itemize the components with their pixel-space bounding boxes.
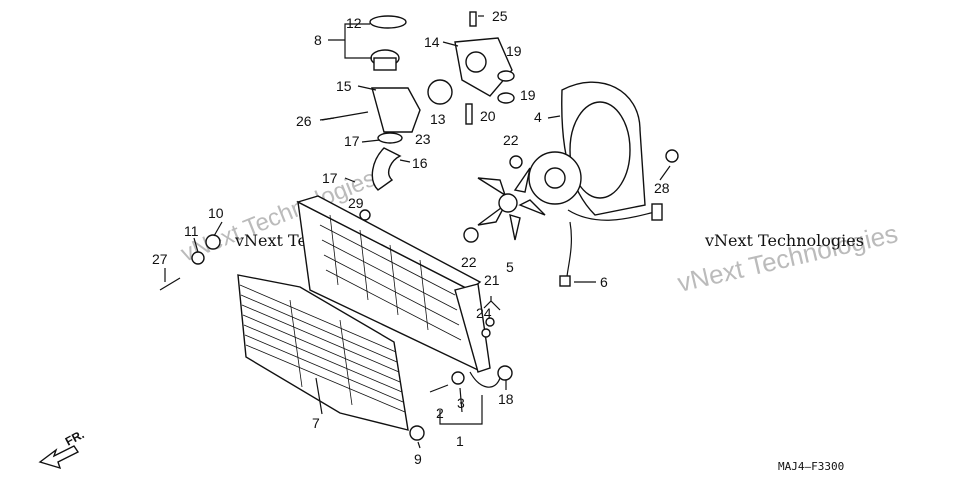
- callout-22b: 22: [461, 254, 477, 270]
- callout-22a: 22: [503, 132, 519, 148]
- fan-assembly-drawing: [477, 81, 663, 287]
- radiator-grille-drawing: [237, 274, 409, 431]
- callout-24: 24: [476, 305, 492, 321]
- callout-7: 7: [312, 415, 320, 431]
- callout-28: 28: [654, 180, 670, 196]
- callout-26: 26: [296, 113, 312, 129]
- callout-23: 23: [415, 131, 431, 147]
- watermark-right: vNext Technologies: [675, 218, 901, 298]
- diagram-code: MAJ4–F3300: [778, 460, 844, 473]
- callout-18: 18: [498, 391, 514, 407]
- callout-17a: 17: [344, 133, 360, 149]
- callout-11: 11: [184, 223, 199, 239]
- callout-5: 5: [506, 259, 514, 275]
- callout-3: 3: [457, 395, 465, 411]
- callout-25: 25: [492, 8, 508, 24]
- watermark-right-small: vNext Technologies: [704, 231, 864, 250]
- callout-19a: 19: [506, 43, 522, 59]
- callout-2: 2: [436, 405, 444, 421]
- callout-21: 21: [484, 272, 500, 288]
- leader-lines: [164, 15, 671, 449]
- callout-13: 13: [430, 111, 446, 127]
- callout-20: 20: [480, 108, 496, 124]
- filler-neck-drawing: [369, 11, 515, 191]
- callout-8: 8: [314, 32, 322, 48]
- callout-10: 10: [208, 205, 224, 221]
- callout-1: 1: [456, 433, 464, 449]
- radiator-core-drawing: [296, 195, 501, 388]
- callout-14: 14: [424, 34, 440, 50]
- callout-9: 9: [414, 451, 422, 467]
- callout-numbers: 1 2 3 4 5 6 7 8 9 10 11 12 13 14 15 16 1…: [152, 8, 670, 467]
- direction-label: FR.: [63, 427, 87, 448]
- callout-17b: 17: [322, 170, 338, 186]
- callout-6: 6: [600, 274, 608, 290]
- callout-16: 16: [412, 155, 428, 171]
- callout-29: 29: [348, 195, 364, 211]
- callout-4: 4: [534, 109, 542, 125]
- front-direction-arrow: FR.: [38, 427, 87, 470]
- arrow-icon: [38, 445, 80, 470]
- callout-19b: 19: [520, 87, 536, 103]
- callout-12: 12: [346, 15, 362, 31]
- callout-27: 27: [152, 251, 168, 267]
- callout-15: 15: [336, 78, 352, 94]
